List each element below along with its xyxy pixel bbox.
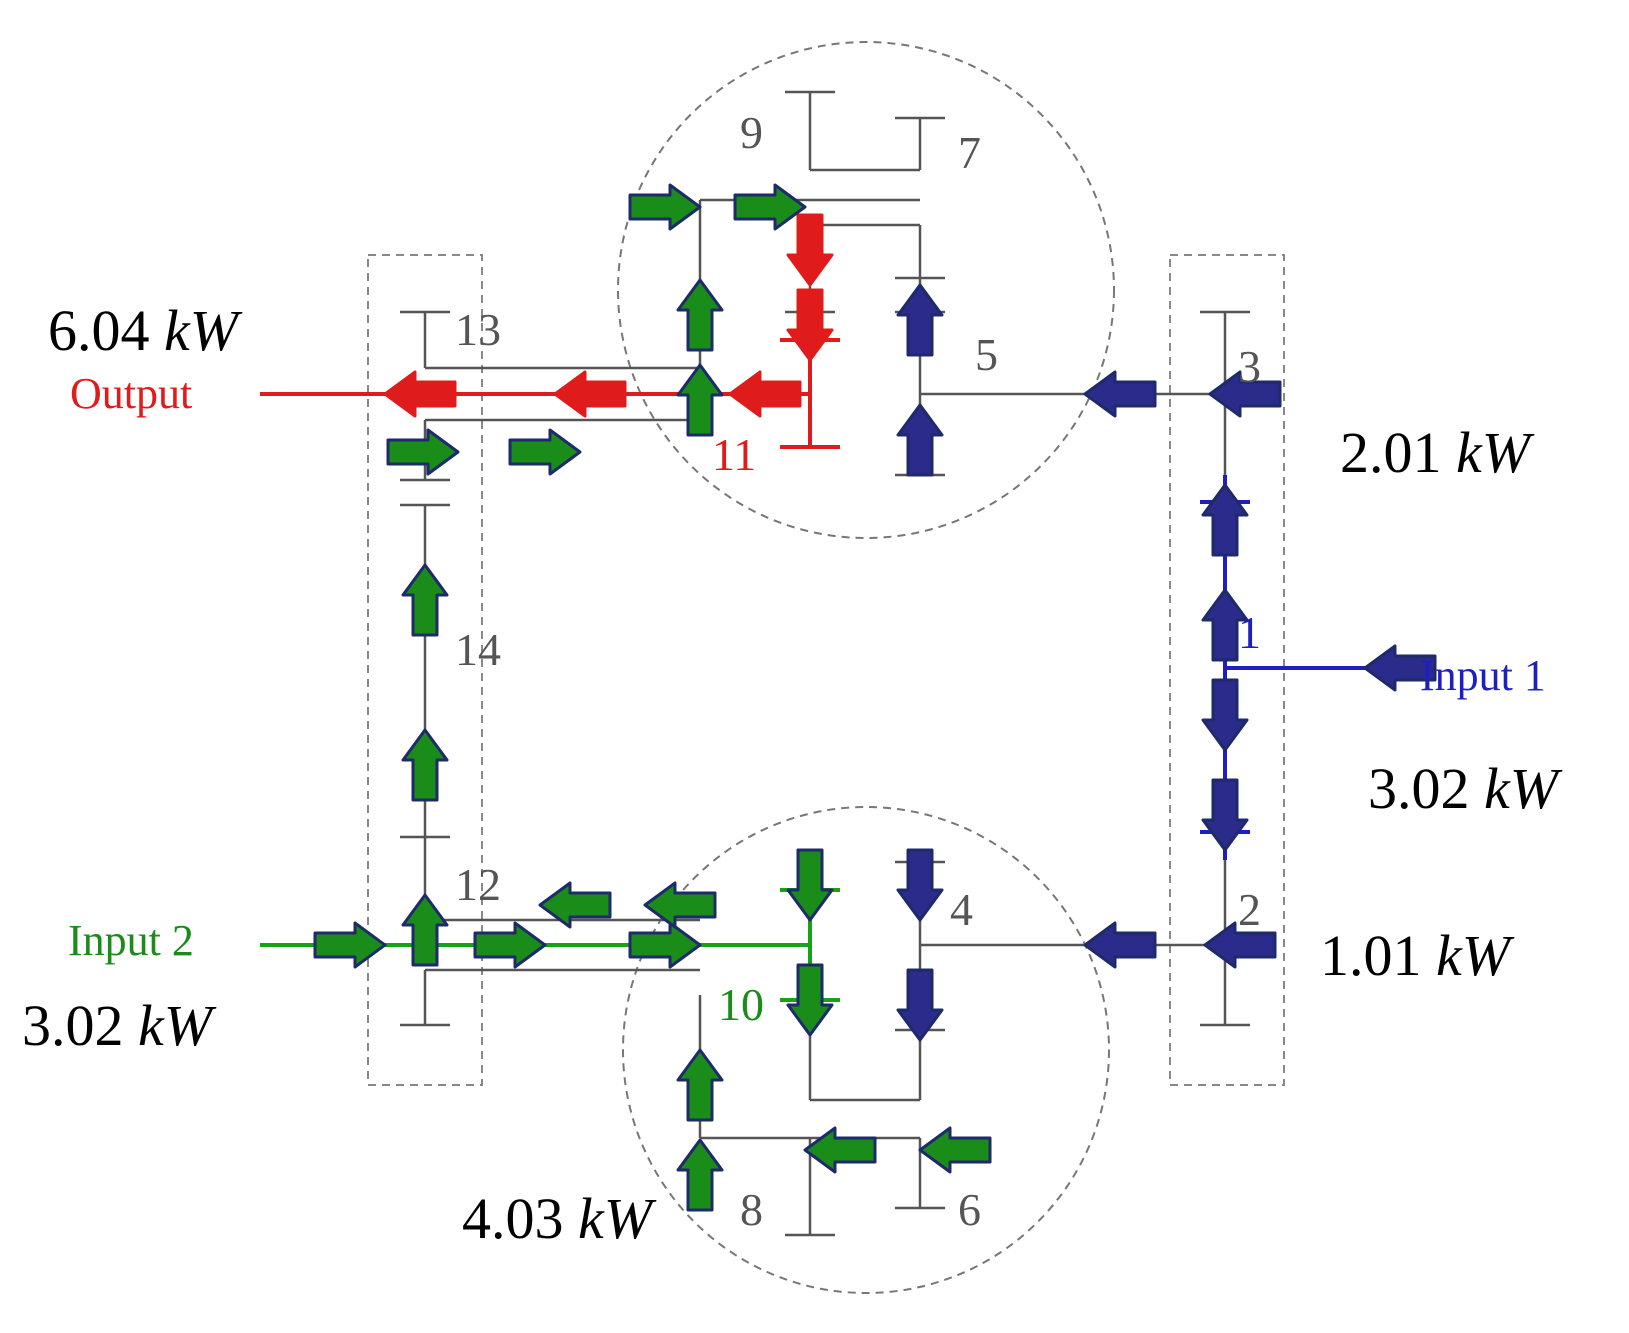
blue-flow-arrow-2 (1083, 370, 1157, 418)
blue-flow-arrow-0 (1363, 644, 1437, 692)
node-label-11: 11 (712, 429, 756, 480)
bottom-power-unit: kW (578, 1186, 657, 1251)
green-flow-arrow-36 (628, 183, 702, 231)
blue-flow-arrow-9 (1203, 921, 1277, 969)
green-flow-arrow-22 (786, 963, 834, 1037)
node-label-9: 9 (740, 107, 763, 158)
upper-right-power-value: 2.01 (1340, 420, 1442, 485)
power-flow-arrows (313, 183, 1437, 1212)
node-label-3: 3 (1238, 341, 1261, 392)
green-flow-arrow-20 (628, 921, 702, 969)
green-flow-arrow-18 (313, 921, 387, 969)
right-shaft-enclosure (1169, 254, 1285, 1086)
output-power-unit: kW (164, 298, 243, 363)
green-flow-arrow-25 (676, 1138, 724, 1212)
green-flow-arrow-28 (643, 881, 717, 929)
green-flow-arrow-35 (676, 278, 724, 352)
node-label-7: 7 (958, 127, 981, 178)
green-flow-arrow-21 (786, 848, 834, 922)
blue-flow-arrow-6 (1201, 588, 1249, 662)
node-label-6: 6 (958, 1184, 981, 1235)
green-flow-arrow-34 (676, 363, 724, 437)
bottom-power: 4.03 kW (462, 1186, 657, 1251)
input2-power: 3.02 kW (22, 993, 217, 1058)
left-shaft-enclosure (367, 254, 483, 1086)
blue-flow-arrow-10 (1083, 921, 1157, 969)
red-flow-arrow-15 (728, 370, 802, 418)
bottom-power-value: 4.03 (462, 1186, 564, 1251)
blue-flow-arrow-5 (1201, 483, 1249, 557)
output-power-value: 6.04 (48, 298, 150, 363)
input2-power-value: 3.02 (22, 993, 124, 1058)
green-flow-arrow-26 (676, 1048, 724, 1122)
blue-flow-arrow-11 (896, 848, 944, 922)
blue-flow-arrow-12 (896, 968, 944, 1042)
red-flow-arrow-16 (553, 370, 627, 418)
blue-flow-arrow-1 (1208, 370, 1282, 418)
output-power: 6.04 kW (48, 298, 243, 363)
input2-label: Input 2 (68, 916, 194, 965)
upper-right-power-unit: kW (1456, 420, 1535, 485)
green-flow-arrow-37 (733, 183, 807, 231)
input1-power-value: 3.02 (1368, 756, 1470, 821)
green-flow-arrow-23 (918, 1126, 992, 1174)
node-label-14: 14 (455, 624, 501, 675)
green-flow-arrow-30 (401, 728, 449, 802)
upper-right-power: 2.01 kW (1340, 420, 1535, 485)
node-label-13: 13 (455, 304, 501, 355)
input2-power-unit: kW (138, 993, 217, 1058)
lower-planetary-enclosure (622, 806, 1110, 1294)
node-label-2: 2 (1238, 884, 1261, 935)
blue-flow-arrow-3 (896, 403, 944, 477)
output-label: Output (70, 369, 192, 418)
green-flow-arrow-32 (386, 428, 460, 476)
lower-right-power-value: 1.01 (1320, 923, 1422, 988)
green-flow-arrow-19 (473, 921, 547, 969)
input1-power: 3.02 kW (1368, 756, 1563, 821)
input1-label: Input 1 (1420, 651, 1546, 700)
upper-planetary-enclosure (617, 41, 1115, 539)
node-labels: 13 9 7 5 3 11 1 14 12 4 2 10 8 6 (455, 107, 1261, 1235)
green-flow-arrow-24 (803, 1126, 877, 1174)
red-flow-arrow-14 (786, 288, 834, 362)
green-flow-arrow-33 (508, 428, 582, 476)
green-flow-arrow-29 (401, 893, 449, 967)
blue-flow-arrow-8 (1201, 778, 1249, 852)
node-label-8: 8 (740, 1184, 763, 1235)
green-flow-arrow-31 (401, 563, 449, 637)
node-label-5: 5 (975, 329, 998, 380)
blue-flow-arrow-7 (1201, 678, 1249, 752)
green-flow-arrow-27 (538, 881, 612, 929)
blue-flow-arrow-4 (896, 283, 944, 357)
node-label-12: 12 (455, 859, 501, 910)
lower-right-power: 1.01 kW (1320, 923, 1515, 988)
input1-power-unit: kW (1484, 756, 1563, 821)
node-label-1: 1 (1238, 607, 1261, 658)
red-flow-arrow-17 (383, 370, 457, 418)
red-flow-arrow-13 (786, 213, 834, 287)
node-label-4: 4 (950, 884, 973, 935)
node-label-10: 10 (718, 979, 764, 1030)
lower-right-power-unit: kW (1436, 923, 1515, 988)
